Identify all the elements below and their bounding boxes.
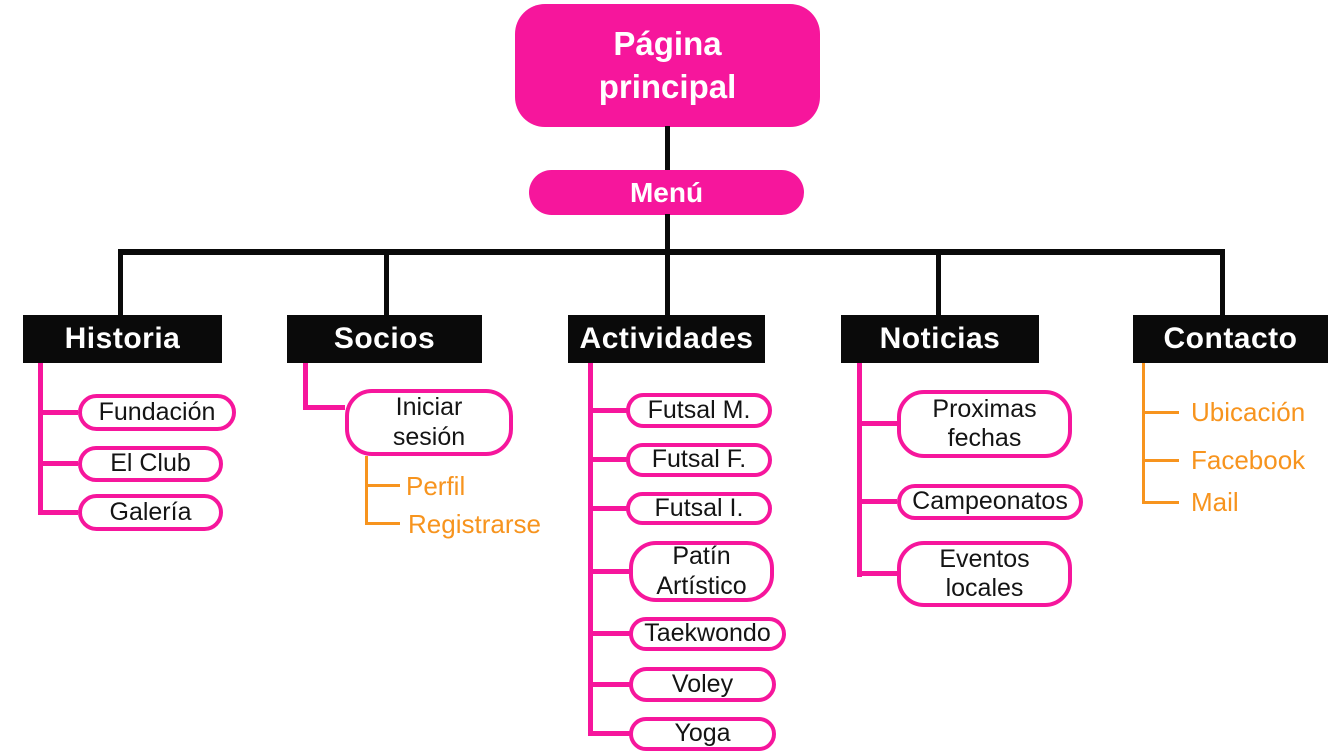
node-pagina-principal-label: Página principal xyxy=(598,24,737,105)
node-taekwondo: Taekwondo xyxy=(629,617,786,651)
node-contacto: Contacto xyxy=(1133,315,1328,363)
connector-drop-noticias xyxy=(936,249,941,315)
node-actividades: Actividades xyxy=(568,315,765,363)
connector-stub-proximas xyxy=(857,421,897,426)
link-perfil: Perfil xyxy=(406,470,466,501)
connector-socios-sub-spine xyxy=(365,456,368,525)
connector-stub-patin xyxy=(588,569,632,574)
connector-stub-futsal-m xyxy=(588,408,628,413)
node-noticias-label: Noticias xyxy=(879,322,1001,355)
connector-stub-perfil xyxy=(365,484,400,487)
node-voley: Voley xyxy=(629,667,776,702)
connector-actividades-spine xyxy=(588,363,593,735)
node-futsal-m: Futsal M. xyxy=(626,393,772,428)
link-registrarse-label: Registrarse xyxy=(408,508,541,539)
node-fundacion-label: Fundación xyxy=(98,397,216,426)
connector-stub-futsal-i xyxy=(588,506,628,511)
connector-socios-spine xyxy=(303,363,308,410)
node-historia: Historia xyxy=(23,315,222,363)
node-campeonatos-label: Campeonatos xyxy=(912,487,1068,516)
connector-historia-spine xyxy=(38,363,43,515)
node-proximas-fechas: Proximas fechas xyxy=(897,390,1072,458)
node-yoga-label: Yoga xyxy=(674,719,731,748)
node-historia-label: Historia xyxy=(64,322,181,355)
connector-stub-iniciar-sesion xyxy=(303,405,345,410)
connector-drop-socios xyxy=(384,249,389,315)
connector-contacto-spine xyxy=(1142,363,1145,504)
node-fundacion: Fundación xyxy=(78,394,236,431)
connector-stub-facebook xyxy=(1142,459,1179,462)
connector-stub-mail xyxy=(1142,501,1179,504)
link-facebook: Facebook xyxy=(1191,444,1306,475)
connector-stub-registrarse xyxy=(365,522,400,525)
link-mail: Mail xyxy=(1191,486,1239,517)
node-galeria: Galería xyxy=(78,494,223,531)
node-iniciar-sesion-label: Iniciar sesión xyxy=(392,393,466,451)
connector-drop-historia xyxy=(118,249,123,315)
link-ubicacion: Ubicación xyxy=(1191,396,1306,427)
connector-stub-futsal-f xyxy=(588,457,628,462)
node-campeonatos: Campeonatos xyxy=(897,484,1083,520)
connector-menu-bar xyxy=(665,214,670,252)
node-voley-label: Voley xyxy=(671,669,734,698)
connector-stub-campeonatos xyxy=(857,499,897,504)
link-facebook-label: Facebook xyxy=(1191,444,1306,475)
node-socios: Socios xyxy=(287,315,482,363)
node-yoga: Yoga xyxy=(629,717,776,751)
connector-drop-contacto xyxy=(1220,249,1225,315)
link-ubicacion-label: Ubicación xyxy=(1191,396,1306,427)
node-patin-artistico-label: Patín Artístico xyxy=(656,542,747,600)
link-registrarse: Registrarse xyxy=(408,508,541,539)
connector-stub-taekwondo xyxy=(588,631,632,636)
connector-stub-voley xyxy=(588,682,632,687)
link-perfil-label: Perfil xyxy=(406,470,466,501)
node-futsal-f: Futsal F. xyxy=(626,443,772,477)
connector-stub-yoga xyxy=(588,731,632,736)
node-futsal-i-label: Futsal I. xyxy=(654,493,744,522)
node-el-club-label: El Club xyxy=(110,449,191,478)
connector-stub-elclub xyxy=(38,461,78,466)
connector-horizontal-bar xyxy=(118,249,1225,255)
node-taekwondo-label: Taekwondo xyxy=(644,619,771,648)
node-menu: Menú xyxy=(529,170,804,215)
node-futsal-f-label: Futsal F. xyxy=(651,445,747,474)
node-galeria-label: Galería xyxy=(109,497,192,526)
node-socios-label: Socios xyxy=(333,322,436,355)
connector-drop-actividades xyxy=(665,249,670,315)
node-futsal-m-label: Futsal M. xyxy=(647,395,751,424)
connector-stub-fundacion xyxy=(38,410,78,415)
node-eventos-locales: Eventos locales xyxy=(897,541,1072,607)
node-eventos-locales-label: Eventos locales xyxy=(939,544,1030,603)
node-actividades-label: Actividades xyxy=(579,322,754,355)
node-noticias: Noticias xyxy=(841,315,1039,363)
connector-root-menu xyxy=(665,126,670,172)
connector-stub-eventos xyxy=(857,571,897,576)
node-iniciar-sesion: Iniciar sesión xyxy=(345,389,513,456)
link-mail-label: Mail xyxy=(1191,486,1239,517)
node-contacto-label: Contacto xyxy=(1163,322,1298,355)
node-patin-artistico: Patín Artístico xyxy=(629,541,774,602)
node-el-club: El Club xyxy=(78,446,223,482)
connector-stub-galeria xyxy=(38,510,78,515)
node-menu-label: Menú xyxy=(629,176,704,208)
node-pagina-principal: Página principal xyxy=(515,4,820,127)
connector-noticias-spine xyxy=(857,363,862,577)
node-proximas-fechas-label: Proximas fechas xyxy=(932,394,1037,453)
connector-stub-ubicacion xyxy=(1142,411,1179,414)
node-futsal-i: Futsal I. xyxy=(626,492,772,525)
